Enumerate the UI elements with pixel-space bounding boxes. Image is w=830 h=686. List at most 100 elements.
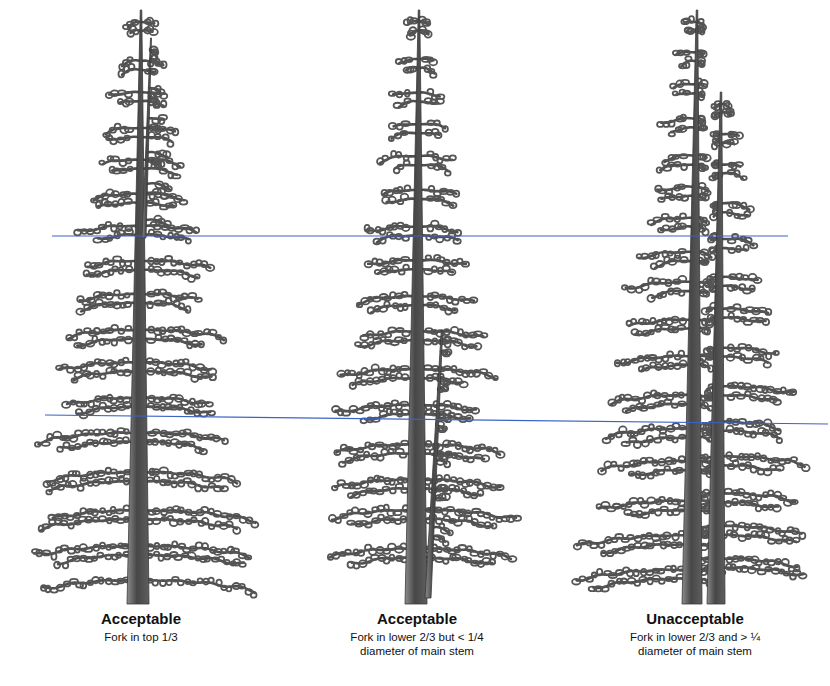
needle-curl — [621, 359, 626, 365]
needle-curl — [671, 542, 678, 548]
needle-curl — [95, 396, 101, 402]
needle-curl — [443, 541, 449, 546]
needle-curl — [628, 431, 635, 437]
needle-curl — [680, 318, 687, 324]
needle-curl — [218, 557, 224, 561]
needle-curl — [208, 578, 213, 583]
needle-curl — [69, 471, 77, 475]
needle-curl — [739, 344, 746, 348]
needle-curl — [208, 411, 215, 416]
needle-curl — [63, 563, 69, 569]
needle-curl — [646, 533, 652, 539]
tree-trunk — [405, 10, 427, 604]
needle-curl — [493, 448, 498, 452]
needle-curl — [372, 507, 379, 511]
needle-curl — [705, 321, 713, 328]
needle-curl — [474, 343, 481, 349]
needle-curl — [636, 404, 643, 410]
needle-curl — [661, 325, 669, 329]
needle-curl — [147, 368, 155, 375]
needle-curl — [118, 199, 124, 206]
needle-curl — [183, 369, 191, 375]
needle-curl — [153, 404, 160, 409]
needle-curl — [396, 328, 403, 332]
needle-curl — [436, 475, 442, 481]
needle-curl — [438, 427, 446, 432]
needle-curl — [164, 270, 171, 275]
needle-curl — [77, 296, 83, 302]
needle-curl — [165, 480, 172, 485]
needle-curl — [657, 426, 663, 430]
needle-curl — [766, 353, 771, 359]
needle-curl — [743, 493, 749, 498]
needle-curl — [703, 291, 709, 297]
needle-curl — [368, 342, 374, 349]
needle-curl — [100, 329, 106, 333]
needle-curl — [392, 400, 398, 405]
needle-curl — [93, 545, 99, 551]
needle-curl — [665, 577, 672, 581]
needle-curl — [190, 581, 196, 585]
needle-curl — [394, 168, 400, 174]
needle-curl — [124, 293, 129, 297]
needle-curl — [328, 554, 333, 560]
needle-curl — [404, 19, 410, 25]
branch-stroke — [418, 199, 453, 206]
needle-curl — [110, 128, 116, 133]
needle-curl — [396, 484, 403, 489]
needle-curl — [206, 265, 214, 271]
needle-curl — [395, 133, 401, 138]
needle-curl — [741, 176, 747, 180]
needle-curl — [194, 410, 200, 416]
needle-curl — [368, 478, 374, 483]
needle-curl — [398, 200, 404, 204]
tree-acceptable-small-fork — [328, 10, 521, 604]
needle-curl — [703, 423, 708, 429]
needle-curl — [154, 476, 159, 483]
needle-curl — [673, 91, 678, 95]
needle-curl — [382, 197, 389, 204]
needle-curl — [444, 379, 449, 384]
needle-curl — [632, 359, 639, 363]
needle-curl — [152, 469, 160, 474]
needle-curl — [493, 376, 498, 380]
needle-curl — [481, 455, 489, 461]
needle-curl — [106, 578, 112, 584]
needle-curl — [452, 299, 458, 304]
needle-curl — [156, 335, 162, 341]
needle-curl — [702, 430, 708, 436]
needle-curl — [68, 557, 74, 562]
needle-curl — [355, 521, 362, 526]
needle-curl — [680, 90, 686, 95]
needle-curl — [87, 229, 94, 234]
needle-curl — [100, 508, 105, 513]
needle-curl — [443, 559, 448, 564]
needle-curl — [702, 229, 708, 235]
needle-curl — [444, 366, 450, 370]
needle-curl — [80, 508, 86, 514]
needle-curl — [667, 436, 674, 441]
needle-curl — [669, 226, 676, 232]
needle-curl — [180, 200, 188, 205]
needle-curl — [467, 546, 472, 551]
needle-curl — [429, 59, 437, 65]
needle-curl — [226, 521, 233, 527]
needle-curl — [770, 425, 775, 431]
needle-curl — [436, 557, 444, 562]
needle-curl — [152, 439, 158, 445]
needle-curl — [154, 224, 161, 229]
needle-curl — [452, 554, 460, 560]
needle-curl — [435, 132, 442, 138]
needle-curl — [187, 552, 195, 559]
needle-curl — [597, 569, 602, 575]
needle-curl — [776, 465, 784, 470]
needle-curl — [405, 185, 411, 191]
needle-curl — [445, 171, 451, 176]
needle-curl — [164, 221, 171, 226]
needle-curl — [103, 258, 108, 264]
needle-curl — [171, 260, 176, 265]
needle-curl — [46, 490, 52, 494]
needle-curl — [456, 442, 462, 449]
needle-curl — [153, 508, 160, 514]
needle-curl — [188, 442, 195, 447]
